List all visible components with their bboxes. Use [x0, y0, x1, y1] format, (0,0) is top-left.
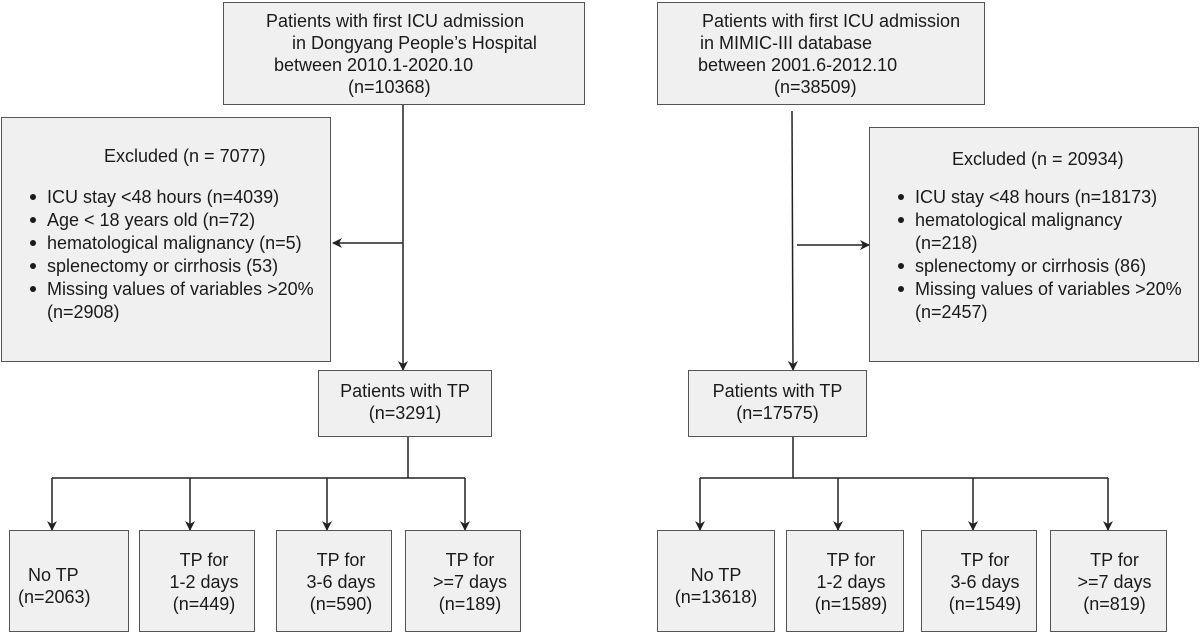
- left-source-line-2: in Dongyang People’s Hospital: [292, 33, 537, 53]
- left-source-line-3: between 2010.1-2020.10: [274, 55, 474, 75]
- left-group-count: (n=449): [172, 594, 236, 614]
- right-source-line-3: between 2001.6-2012.10: [698, 55, 898, 75]
- right-exclusion-item: hematological malignancy(n=218): [895, 209, 1198, 255]
- right-exclusion-item: Missing values of variables >20%(n=2457): [895, 278, 1198, 324]
- right-excluded-title: Excluded (n = 20934): [952, 149, 1124, 169]
- right-tp-box: Patients with TP (n=17575): [688, 370, 867, 437]
- left-group-count: (n=2063): [18, 587, 91, 607]
- right-source-line-2: in MIMIC-III database: [700, 33, 873, 53]
- right-tp-label: Patients with TP: [712, 381, 843, 401]
- left-excluded-title: Excluded (n = 7077): [104, 146, 266, 166]
- left-source-box: Patients with first ICU admission in Don…: [223, 2, 585, 105]
- right-group-label: TP for: [1090, 550, 1139, 570]
- left-exclusion-item: Missing values of variables >20%(n=2908): [27, 278, 330, 324]
- left-tp-label: Patients with TP: [340, 381, 470, 401]
- right-group-label: TP for: [826, 550, 876, 570]
- right-group-duration: 3-6 days: [950, 572, 1020, 592]
- left-exclusion-item-continuation: (n=2908): [47, 302, 120, 322]
- left-tp-box: Patients with TP (n=3291): [318, 370, 492, 437]
- right-group-count: (n=1589): [814, 594, 888, 614]
- right-group-duration: >=7 days: [1077, 572, 1152, 592]
- right-exclusion-item: splenectomy or cirrhosis (86): [895, 255, 1198, 278]
- left-group-label: TP for: [179, 550, 229, 570]
- left-exclusion-item: hematological malignancy (n=5): [27, 232, 330, 255]
- right-source-box: Patients with first ICU admission in MIM…: [657, 2, 985, 105]
- left-source-line-1: Patients with first ICU admission: [266, 11, 525, 31]
- left-group-label: No TP: [28, 565, 79, 585]
- right-exclusion-item-continuation: (n=218): [915, 233, 978, 253]
- right-source-line-4: (n=38509): [774, 77, 857, 97]
- right-group-duration: 1-2 days: [816, 572, 886, 592]
- right-main-arrow: [787, 110, 798, 371]
- left-group-label: TP for: [316, 550, 366, 570]
- right-group-tp-1-2-days: TP for 1-2 days (n=1589): [786, 530, 904, 632]
- left-exclusion-item: ICU stay <48 hours (n=4039): [27, 186, 330, 209]
- left-group-duration: 3-6 days: [306, 572, 376, 592]
- right-group-label: No TP: [690, 565, 742, 585]
- left-group-duration: 1-2 days: [169, 572, 239, 592]
- right-exclusion-list: ICU stay <48 hours (n=18173) hematologic…: [895, 186, 1198, 324]
- left-group-tp-7-plus-days: TP for >=7 days (n=189): [405, 530, 521, 632]
- right-source-line-1: Patients with first ICU admission: [702, 11, 961, 31]
- right-exclusion-item: ICU stay <48 hours (n=18173): [895, 186, 1198, 209]
- left-group-label: TP for: [445, 550, 495, 570]
- left-group-count: (n=189): [438, 594, 502, 614]
- left-tp-count: (n=3291): [368, 403, 442, 423]
- right-group-tp-3-6-days: TP for 3-6 days (n=1549): [921, 530, 1037, 632]
- right-group-count: (n=1549): [948, 594, 1022, 614]
- right-group-tp-7-plus-days: TP for >=7 days (n=819): [1050, 530, 1167, 632]
- right-group-count: (n=819): [1083, 594, 1146, 614]
- right-group-no-tp: No TP (n=13618): [657, 530, 775, 632]
- left-group-no-tp: No TP (n=2063): [9, 530, 129, 632]
- right-group-label: TP for: [960, 550, 1010, 570]
- left-group-duration: >=7 days: [432, 572, 508, 592]
- right-group-count: (n=13618): [674, 587, 758, 607]
- left-group-tp-1-2-days: TP for 1-2 days (n=449): [139, 530, 255, 632]
- left-exclusion-item: Age < 18 years old (n=72): [27, 209, 330, 232]
- left-group-count: (n=590): [309, 594, 373, 614]
- left-group-tp-3-6-days: TP for 3-6 days (n=590): [276, 530, 392, 632]
- right-excluded-box: Excluded (n = 20934) ICU stay <48 hours …: [869, 127, 1199, 362]
- left-excluded-box: Excluded (n = 7077) ICU stay <48 hours (…: [1, 117, 331, 362]
- left-exclusion-item: splenectomy or cirrhosis (53): [27, 255, 330, 278]
- left-source-line-4: (n=10368): [348, 77, 431, 97]
- right-tp-count: (n=17575): [736, 403, 819, 423]
- left-exclusion-list: ICU stay <48 hours (n=4039) Age < 18 yea…: [27, 186, 330, 324]
- right-exclusion-item-continuation: (n=2457): [915, 302, 988, 322]
